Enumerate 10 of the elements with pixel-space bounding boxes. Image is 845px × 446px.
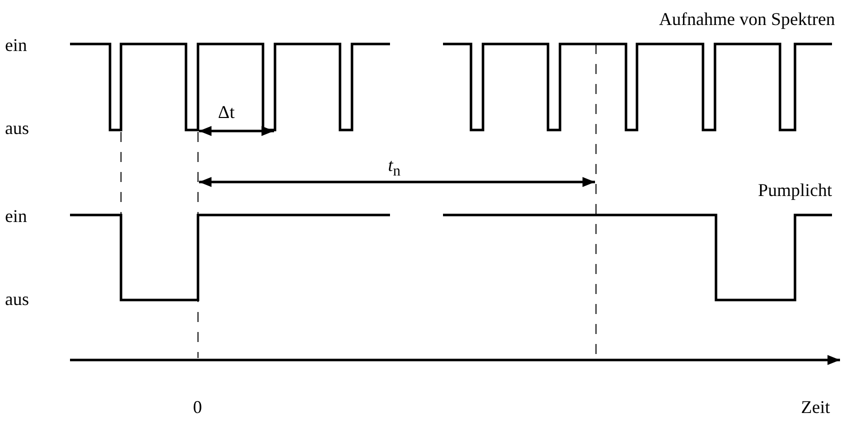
axis-tick-label: 0: [193, 398, 202, 416]
signal-label: Aufnahme von Spektren: [659, 10, 835, 28]
axis-title: Zeit: [801, 398, 830, 416]
signal-label: Pumplicht: [758, 181, 832, 199]
dimension-label: t$_{n}$: [388, 156, 401, 180]
dimension-label: Δt: [218, 103, 235, 121]
level-label: aus: [5, 290, 29, 308]
level-label: ein: [5, 207, 27, 225]
level-label: ein: [5, 36, 27, 54]
level-label: aus: [5, 119, 29, 137]
